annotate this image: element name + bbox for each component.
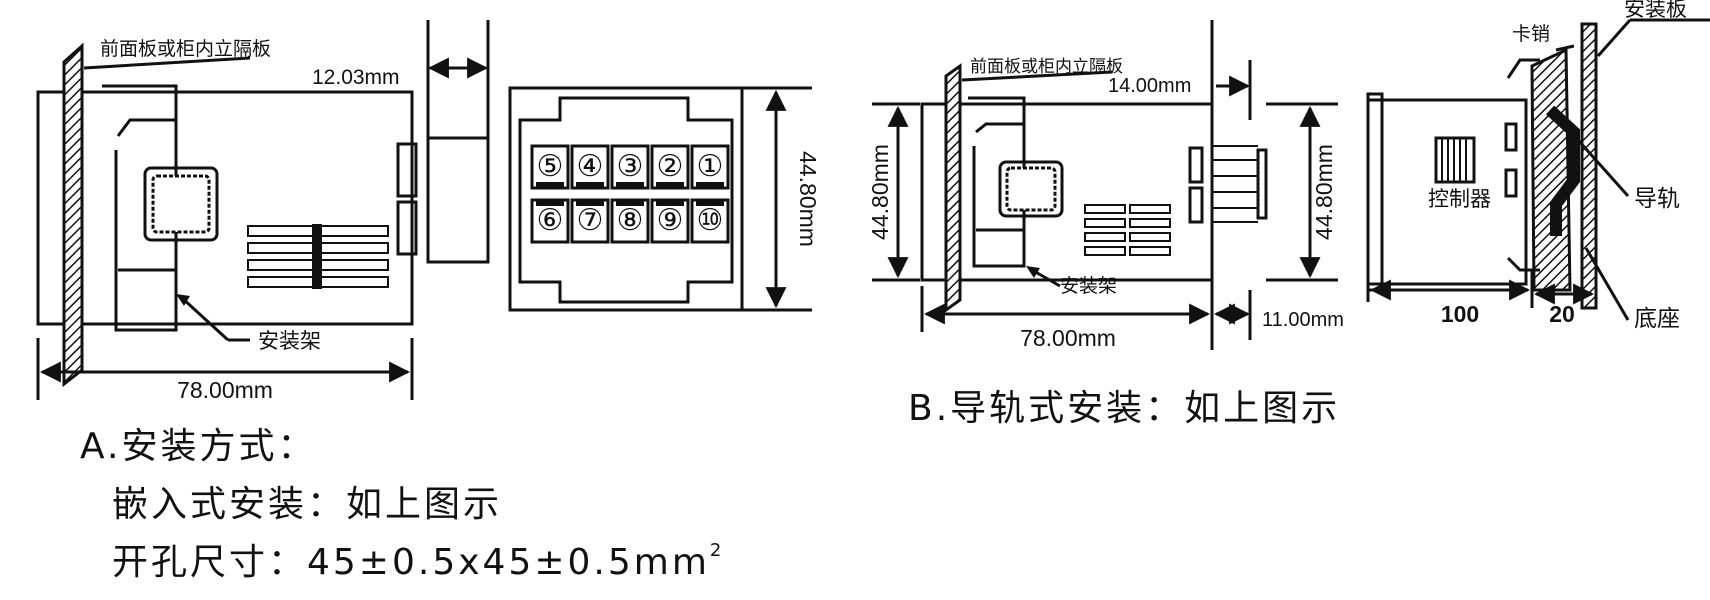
terminal-clamp <box>656 200 684 206</box>
pin-rows <box>247 224 389 289</box>
rear-dim-b: 11.00mm <box>1262 309 1344 331</box>
width-dim-a: 78.00mm <box>177 377 273 403</box>
terminal-box <box>690 198 730 244</box>
terminal-number: ⑩ <box>697 204 724 237</box>
terminal-number: ⑥ <box>537 204 564 237</box>
dim-20: 20 <box>1549 301 1575 327</box>
terminal-number: ④ <box>577 150 604 183</box>
terminal-box <box>570 198 610 244</box>
terminal-number: ⑤ <box>537 150 564 183</box>
latch-label: 卡销 <box>1512 23 1550 45</box>
terminal-box <box>610 144 650 190</box>
dim-100: 100 <box>1441 301 1479 327</box>
terminal-clamp <box>696 200 724 206</box>
terminal-clamp <box>536 182 564 188</box>
panel-b-rail-view: 控制器 卡销 安装板 导轨 底座 100 20 <box>1366 0 1710 332</box>
controller-grid-icon <box>1434 136 1476 184</box>
cutout-size-superscript: 2 <box>710 540 724 561</box>
caption-a-line2: 开孔尺寸：45±0.5x45±0.5mm2 <box>112 540 724 583</box>
terminal-box <box>530 144 570 190</box>
caption-b: B.导轨式安装：如上图示 <box>908 388 1340 429</box>
front-panel-label-b: 前面板或柜内立隔板 <box>970 57 1123 77</box>
terminal-box <box>610 198 650 244</box>
plate-label: 安装板 <box>1624 0 1687 21</box>
terminal-clamp <box>536 200 564 206</box>
front-panel-label-a: 前面板或柜内立隔板 <box>100 38 271 60</box>
controller-label: 控制器 <box>1428 187 1491 211</box>
bracket-label-a: 安装架 <box>258 329 321 353</box>
terminal-clamp <box>616 182 644 188</box>
terminal-box <box>570 144 610 190</box>
base-label: 底座 <box>1634 306 1680 332</box>
terminal-clamp <box>576 200 604 206</box>
terminal-number: ⑦ <box>577 204 604 237</box>
panel-a-side-view: 前面板或柜内立隔板 12.03mm 安装架 78.00mm <box>36 20 490 403</box>
terminal-clamp <box>696 182 724 188</box>
caption-a-line1: 嵌入式安装：如上图示 <box>112 484 502 525</box>
terminal-box <box>530 198 570 244</box>
panel-b-side-view: 前面板或柜内立隔板 14.00mm 安装架 44.80mm 44.80mm 78… <box>867 20 1344 351</box>
caption-a-title: A.安装方式： <box>80 426 316 467</box>
terminal-clamp <box>576 182 604 188</box>
terminal-box <box>690 144 730 190</box>
terminal-number: ① <box>697 150 724 183</box>
left-height-dim-b: 44.80mm <box>867 144 893 240</box>
terminal-clamp <box>656 182 684 188</box>
bracket-label-b: 安装架 <box>1060 275 1117 297</box>
cutout-size-text: 开孔尺寸：45±0.5x45±0.5mm <box>112 542 710 583</box>
depth-dim-b: 14.00mm <box>1108 75 1191 97</box>
terminal-number: ② <box>657 150 684 183</box>
rail-label: 导轨 <box>1634 186 1680 212</box>
right-height-dim-b: 44.80mm <box>1311 144 1337 240</box>
depth-dim-a: 12.03mm <box>312 66 400 89</box>
terminal-number: ③ <box>617 150 644 183</box>
height-dim-a: 44.80mm <box>795 151 821 247</box>
terminal-number: ⑨ <box>657 204 684 237</box>
terminal-number: ⑧ <box>617 204 644 237</box>
pin-grid-b <box>1084 204 1171 256</box>
width-dim-b: 78.00mm <box>1020 325 1116 351</box>
terminal-clamp <box>616 200 644 206</box>
